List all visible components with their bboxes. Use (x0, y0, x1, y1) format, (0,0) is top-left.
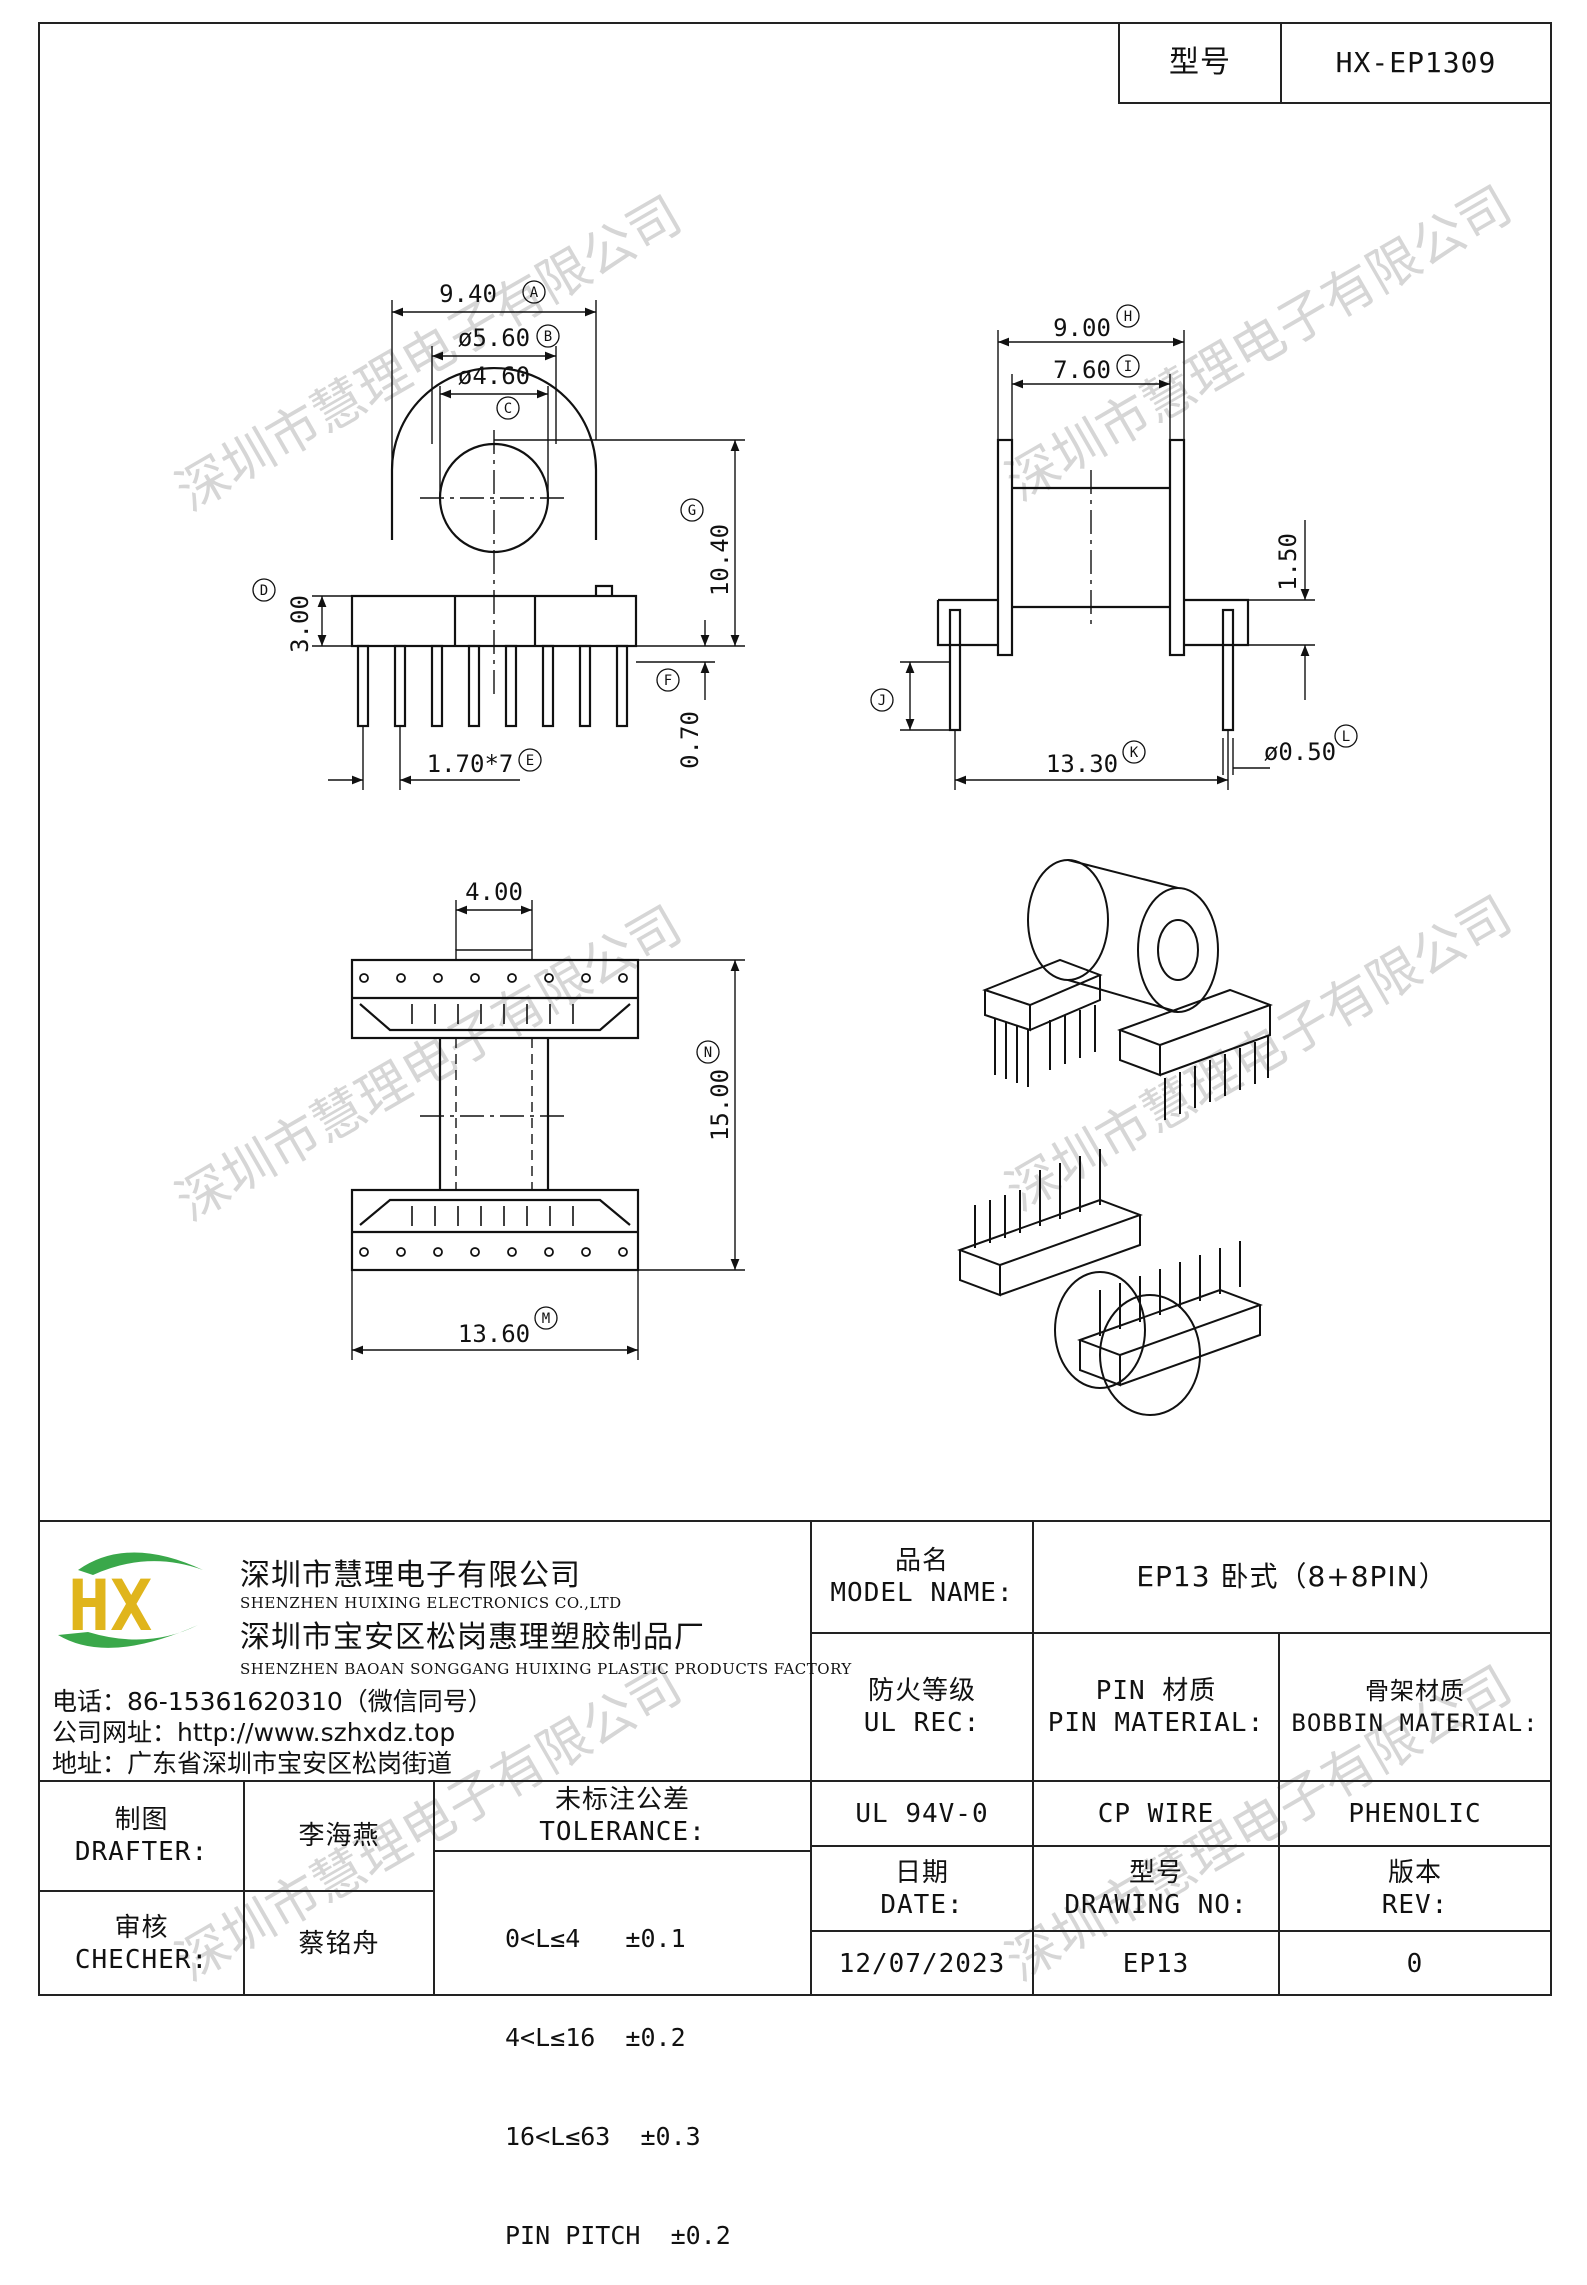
ref-b: B (544, 329, 552, 345)
header-box-bottom (1118, 102, 1552, 104)
pin-material-value: CP WIRE (1097, 1798, 1215, 1829)
model-name-label-en: MODEL NAME: (830, 1578, 1014, 1608)
ref-n: N (704, 1045, 712, 1061)
pin-material-label-cn: PIN 材质 (1095, 1676, 1217, 1706)
tolerance-table: 0<L≤4 ±0.1 4<L≤16 ±0.2 16<L≤63 ±0.3 PIN … (505, 1856, 805, 2285)
side-view (900, 330, 1315, 790)
dim-3-00: 3.00 (286, 595, 314, 653)
isometric-view-upper (982, 859, 1273, 1120)
drawing-no-label-en: DRAWING NO: (1064, 1889, 1248, 1920)
rev-label-cn: 版本 (1387, 1857, 1442, 1888)
checker-value: 蔡铭舟 (298, 1929, 380, 1959)
pin-material-label: PIN 材质 PIN MATERIAL: (1034, 1634, 1278, 1780)
model-name-value: EP13 卧式（8+8PIN） (1136, 1560, 1448, 1593)
drafter-label: 制图 DRAFTER: (40, 1782, 243, 1890)
ul-label-cn: 防火等级 (867, 1676, 976, 1706)
pin-material-label-en: PIN MATERIAL: (1047, 1708, 1265, 1738)
top-slots (411, 1004, 574, 1226)
bobbin-material-label: 骨架材质 BOBBIN MATERIAL: (1280, 1634, 1550, 1780)
contact-website[interactable]: 公司网址：http://www.szhxdz.top (52, 1718, 456, 1747)
company-name-cn: 深圳市慧理电子有限公司 (240, 1558, 581, 1593)
top-view (350, 900, 745, 1360)
rev-value: 0 (1406, 1949, 1424, 1979)
model-name-label-cn: 品名 (894, 1546, 949, 1576)
dim-13-30: 13.30 (1046, 750, 1118, 778)
header-model-value: HX-EP1309 (1335, 46, 1497, 79)
dim-15-00: 15.00 (706, 1069, 734, 1141)
factory-name-en: SHENZHEN BAOAN SONGGANG HUIXING PLASTIC … (240, 1660, 852, 1678)
technical-drawing: 9.40 ø5.60 ø4.60 10.40 3.00 0.70 1.70*7 … (252, 280, 1358, 1416)
ref-g: G (688, 503, 696, 519)
ul-label-en: UL REC: (863, 1708, 981, 1738)
date-label-en: DATE: (880, 1889, 964, 1920)
tolerance-label-cn: 未标注公差 (554, 1785, 690, 1815)
header-model-label: 型号 (1169, 45, 1231, 80)
drafter-label-cn: 制图 (114, 1805, 169, 1835)
ref-c: C (504, 401, 512, 417)
ref-markers: A B C D E F G H I J K L M N (252, 280, 1358, 1330)
ref-k: K (1130, 745, 1139, 761)
dim-4-00: 4.00 (465, 878, 523, 906)
dim-9-00: 9.00 (1053, 314, 1111, 342)
tolerance-line: PIN PITCH ±0.2 (505, 2221, 731, 2250)
header-box-left (1118, 22, 1120, 102)
company-logo: HX (58, 1552, 203, 1648)
drafter-label-en: DRAFTER: (74, 1837, 209, 1867)
front-pins (356, 644, 629, 728)
ref-f: F (664, 673, 672, 689)
tolerance-label-en: TOLERANCE: (539, 1817, 706, 1847)
tolerance-line: 16<L≤63 ±0.3 (505, 2122, 701, 2151)
ref-j: J (878, 693, 886, 709)
bobbin-material-label-cn: 骨架材质 (1365, 1677, 1465, 1705)
checker-label-en: CHECHER: (74, 1945, 209, 1975)
rev-label-en: REV: (1381, 1889, 1449, 1920)
rev-label: 版本 REV: (1280, 1847, 1550, 1930)
ref-a: A (530, 285, 539, 301)
dim-1-50: 1.50 (1274, 533, 1302, 591)
ref-m: M (542, 1311, 550, 1327)
dim-4-60: ø4.60 (458, 362, 530, 390)
dim-13-60: 13.60 (458, 1320, 530, 1348)
ul-value: UL 94V-0 (855, 1798, 989, 1829)
date-label-cn: 日期 (894, 1857, 949, 1888)
tolerance-line: 0<L≤4 ±0.1 (505, 1924, 686, 1953)
drawing-no-value: EP13 (1122, 1949, 1190, 1979)
ref-i: I (1124, 359, 1132, 375)
bobbin-material-label-en: BOBBIN MATERIAL: (1291, 1709, 1539, 1737)
contact-phone: 电话：86-15361620310（微信同号） (52, 1687, 493, 1716)
top-holes (359, 973, 628, 1257)
ref-h: H (1124, 309, 1132, 325)
dim-0-50: ø0.50 (1264, 738, 1336, 766)
tolerance-label: 未标注公差 TOLERANCE: (435, 1782, 810, 1850)
dim-7-60: 7.60 (1053, 356, 1111, 384)
factory-name-cn: 深圳市宝安区松岗惠理塑胶制品厂 (240, 1620, 705, 1655)
dim-5-60: ø5.60 (458, 324, 530, 352)
logo-text: HX (68, 1565, 152, 1647)
model-name-label: 品名 MODEL NAME: (812, 1522, 1032, 1632)
date-label: 日期 DATE: (812, 1847, 1032, 1930)
dim-10-40: 10.40 (706, 524, 734, 596)
dim-9-40: 9.40 (439, 280, 497, 308)
drawing-no-label: 型号 DRAWING NO: (1034, 1847, 1278, 1930)
header-box-divider (1280, 22, 1282, 102)
front-view (312, 300, 745, 790)
ref-e: E (526, 753, 534, 769)
checker-label: 审核 CHECHER: (40, 1892, 243, 1996)
drafter-value: 李海燕 (298, 1821, 380, 1851)
isometric-view-lower (957, 1149, 1263, 1416)
bobbin-material-value: PHENOLIC (1348, 1798, 1482, 1829)
ref-l: L (1342, 729, 1350, 745)
company-name-en: SHENZHEN HUIXING ELECTRONICS CO.,LTD (240, 1594, 622, 1612)
date-value: 12/07/2023 (838, 1949, 1006, 1979)
drawing-frame (38, 22, 1552, 1996)
ul-label: 防火等级 UL REC: (812, 1634, 1032, 1780)
drawing-no-label-cn: 型号 (1128, 1857, 1183, 1888)
checker-label-cn: 审核 (114, 1913, 169, 1943)
contact-address: 地址：广东省深圳市宝安区松岗街道 (52, 1749, 453, 1778)
ref-d: D (260, 583, 268, 599)
dim-0-70: 0.70 (676, 711, 704, 769)
dim-pitch: 1.70*7 (427, 750, 514, 778)
